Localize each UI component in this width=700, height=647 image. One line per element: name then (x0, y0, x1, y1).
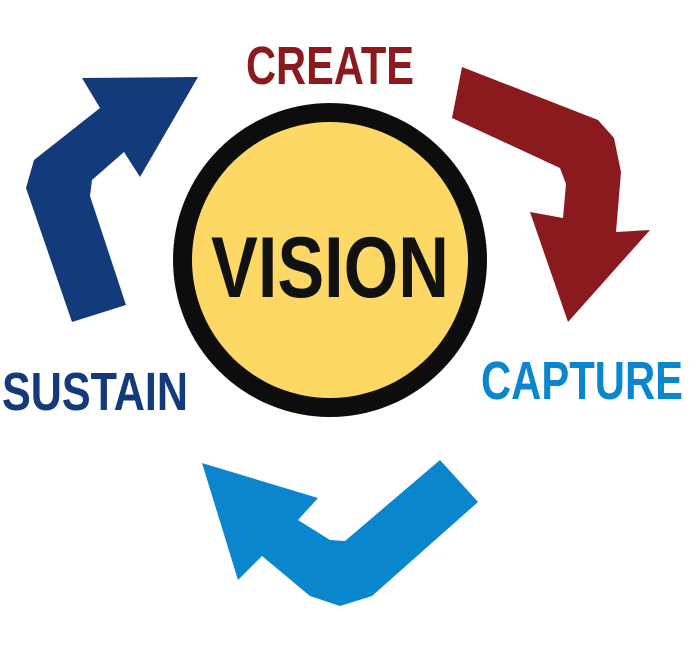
stage-label-capture: CAPTURE (481, 351, 683, 411)
arrow-sustain-to-create (26, 77, 198, 322)
vision-label: VISION (211, 220, 449, 316)
arrow-create-to-capture (452, 67, 650, 322)
arrow-capture-to-sustain (202, 460, 478, 606)
vision-center: VISION (173, 103, 487, 417)
vision-core (192, 122, 468, 398)
stage-label-sustain: SUSTAIN (2, 362, 188, 422)
stage-label-create: CREATE (246, 36, 414, 96)
